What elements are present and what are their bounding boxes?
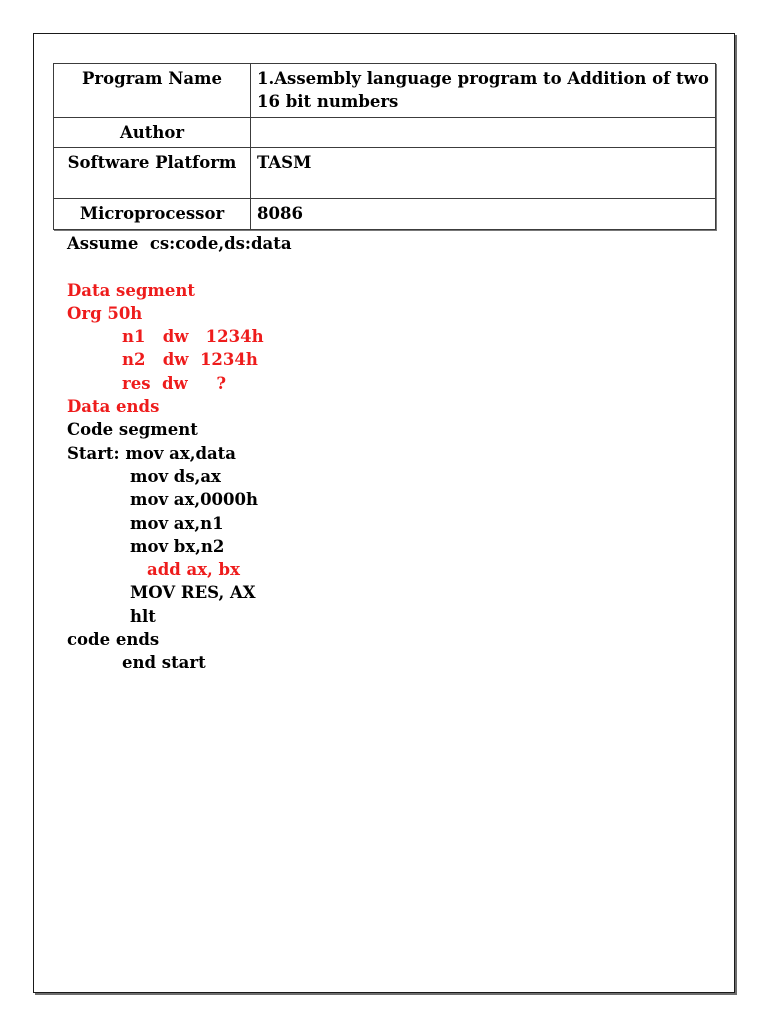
code-line: Data ends: [67, 397, 160, 417]
code-line: mov bx,n2: [130, 536, 225, 556]
row-label-microprocessor: Microprocessor: [53, 198, 251, 230]
code-line: n1 dw 1234h: [122, 327, 264, 347]
row-value-software-platform: TASM: [250, 147, 716, 200]
code-line: Data segment: [67, 280, 195, 300]
code-line: mov ds,ax: [130, 466, 221, 486]
code-line: end start: [122, 653, 206, 673]
code-line: Org 50h: [67, 303, 143, 323]
code-line: mov ax,n1: [130, 513, 224, 533]
table-row-software-platform: Software Platform TASM: [53, 147, 716, 200]
table-row-microprocessor: Microprocessor 8086: [53, 198, 716, 230]
code-line: code ends: [67, 630, 160, 650]
row-value-author: [250, 116, 716, 149]
row-value-microprocessor: 8086: [250, 198, 716, 230]
code-line: MOV RES, AX: [130, 583, 256, 603]
table-row-program-name: Program Name 1.Assembly language program…: [53, 63, 716, 118]
row-value-program-name: 1.Assembly language program to Addition …: [250, 63, 716, 118]
code-line: hlt: [130, 606, 156, 626]
row-label-software-platform: Software Platform: [53, 147, 251, 200]
row-label-author: Author: [53, 116, 251, 149]
code-line: Assume cs:code,ds:data: [67, 234, 292, 253]
code-line: Start: mov ax,data: [67, 443, 236, 463]
code-line: add ax, bx: [147, 560, 240, 580]
row-label-program-name: Program Name: [53, 63, 251, 118]
program-info-table: Program Name 1.Assembly language program…: [53, 63, 716, 230]
code-line: res dw ?: [122, 373, 227, 393]
code-line: n2 dw 1234h: [122, 350, 258, 370]
code-line: mov ax,0000h: [130, 490, 258, 510]
table-row-author: Author: [53, 116, 716, 149]
info-table-body: Program Name 1.Assembly language program…: [53, 63, 716, 230]
document-page: Program Name 1.Assembly language program…: [33, 33, 735, 993]
code-line-blank: [67, 255, 667, 278]
code-line: Code segment: [67, 420, 198, 440]
